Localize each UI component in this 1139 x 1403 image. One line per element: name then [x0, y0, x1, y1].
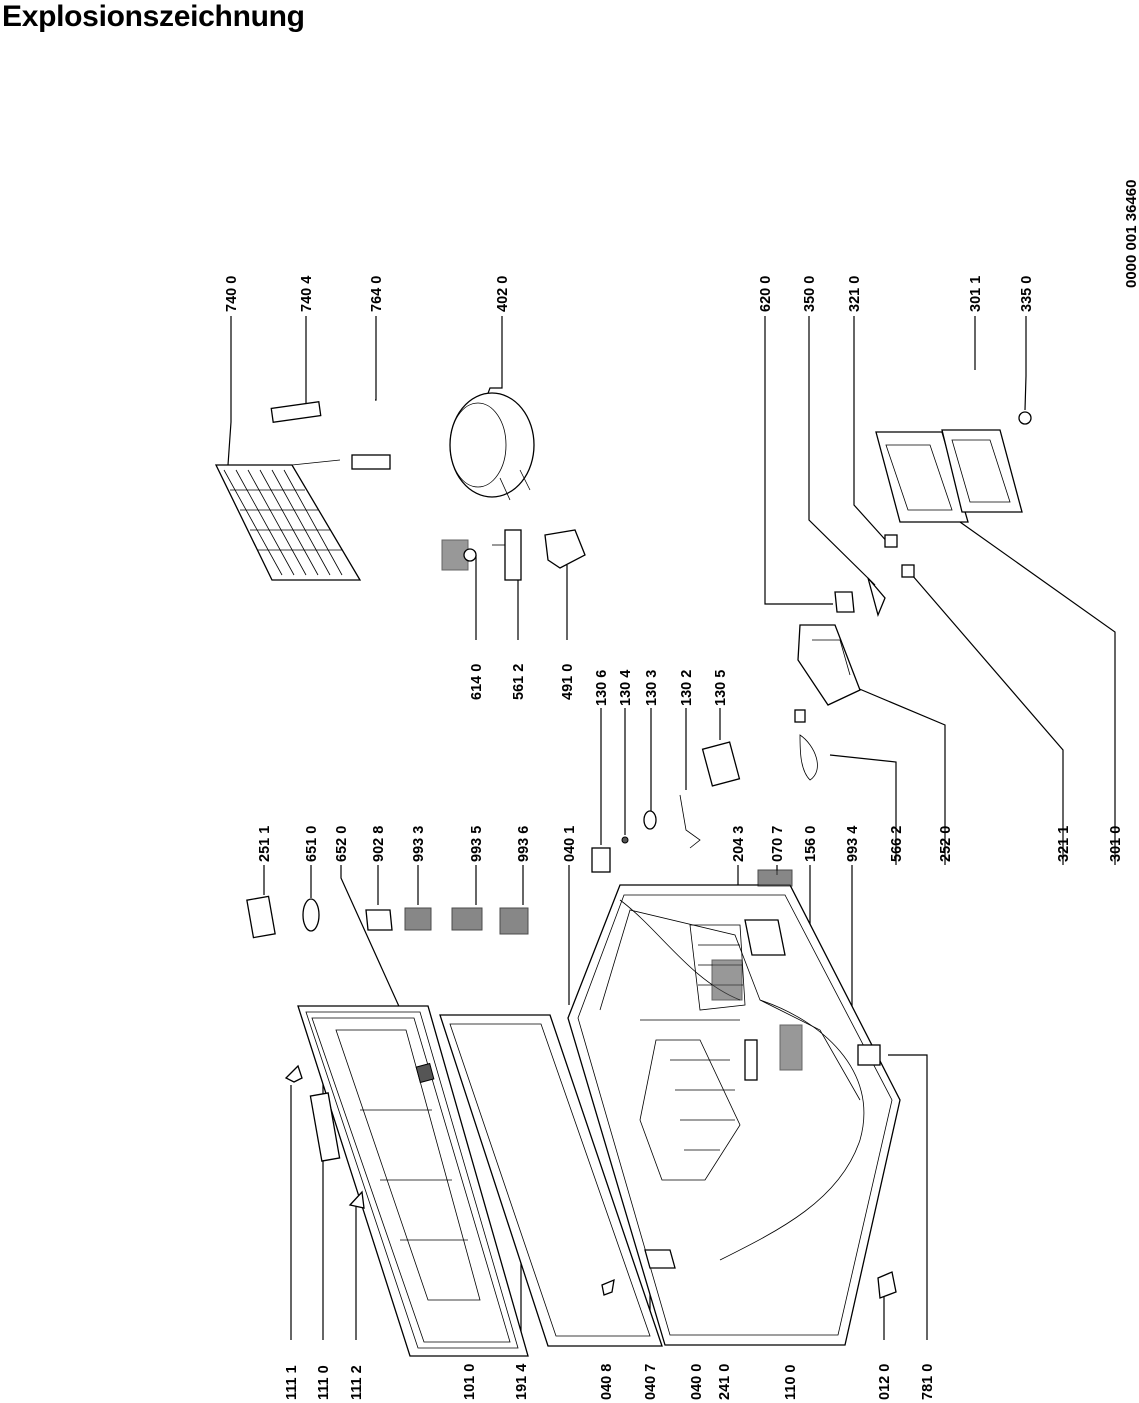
- callout-402-0: 402 0: [495, 276, 511, 312]
- callout-993-5: 993 5: [469, 826, 485, 862]
- callout-040-7: 040 7: [643, 1364, 659, 1400]
- callout-191-4: 191 4: [514, 1364, 530, 1400]
- callout-335-0: 335 0: [1019, 276, 1035, 312]
- control-components: [441, 529, 586, 581]
- callout-740-0: 740 0: [224, 276, 240, 312]
- document-number: 0000 001 36460: [1123, 180, 1139, 288]
- callout-070-7: 070 7: [770, 826, 786, 862]
- callout-781-0: 781 0: [920, 1364, 936, 1400]
- callout-labels: 111 1 111 0 111 2 101 0 191 4 040 8 040 …: [224, 276, 1124, 1400]
- callout-040-8: 040 8: [599, 1364, 615, 1400]
- callout-491-0: 491 0: [560, 664, 576, 700]
- callout-993-3: 993 3: [411, 826, 427, 862]
- callout-651-0: 651 0: [304, 826, 320, 862]
- callout-301-1: 301 1: [968, 276, 984, 312]
- callout-130-4: 130 4: [618, 670, 634, 706]
- callout-012-0: 012 0: [877, 1364, 893, 1400]
- callout-993-4: 993 4: [845, 826, 861, 862]
- callout-321-1: 321 1: [1056, 826, 1072, 862]
- small-parts: [246, 741, 897, 1299]
- lid-101-0: [297, 1005, 529, 1357]
- callout-130-2: 130 2: [679, 670, 695, 706]
- callout-252-0: 252 0: [938, 826, 954, 862]
- callout-301-0: 301 0: [1108, 826, 1124, 862]
- callout-561-2: 561 2: [511, 664, 527, 700]
- callout-111-1: 111 1: [284, 1365, 300, 1400]
- callout-111-2: 111 2: [349, 1365, 365, 1400]
- callout-566-2: 566 2: [889, 826, 905, 862]
- callout-130-3: 130 3: [644, 670, 660, 706]
- callout-740-4: 740 4: [299, 276, 315, 312]
- callout-111-0: 111 0: [316, 1365, 332, 1400]
- callout-040-0: 040 0: [689, 1364, 705, 1400]
- callout-251-1: 251 1: [257, 826, 273, 862]
- callout-156-0: 156 0: [803, 826, 819, 862]
- callout-902-8: 902 8: [371, 826, 387, 862]
- control-box-252-0: [794, 534, 915, 781]
- callout-130-6: 130 6: [594, 670, 610, 706]
- callout-764-0: 764 0: [369, 276, 385, 312]
- gasket-191-4: [439, 1014, 663, 1347]
- callout-241-0: 241 0: [717, 1364, 733, 1400]
- callout-993-6: 993 6: [516, 826, 532, 862]
- page-title: Explosionszeichnung: [2, 0, 305, 33]
- callout-321-0: 321 0: [847, 276, 863, 312]
- compressor-402-0: [449, 392, 535, 501]
- callout-204-3: 204 3: [731, 826, 747, 862]
- condenser-740-0: [214, 400, 391, 581]
- callout-101-0: 101 0: [462, 1364, 478, 1400]
- control-panel-301: [875, 411, 1032, 523]
- cabinet: [567, 884, 901, 1346]
- callout-110-0: 110 0: [783, 1365, 799, 1401]
- callout-620-0: 620 0: [758, 276, 774, 312]
- callout-652-0: 652 0: [334, 826, 350, 862]
- callout-040-1: 040 1: [562, 826, 578, 862]
- callout-614-0: 614 0: [469, 664, 485, 700]
- callout-130-5: 130 5: [713, 670, 729, 706]
- callout-350-0: 350 0: [802, 276, 818, 312]
